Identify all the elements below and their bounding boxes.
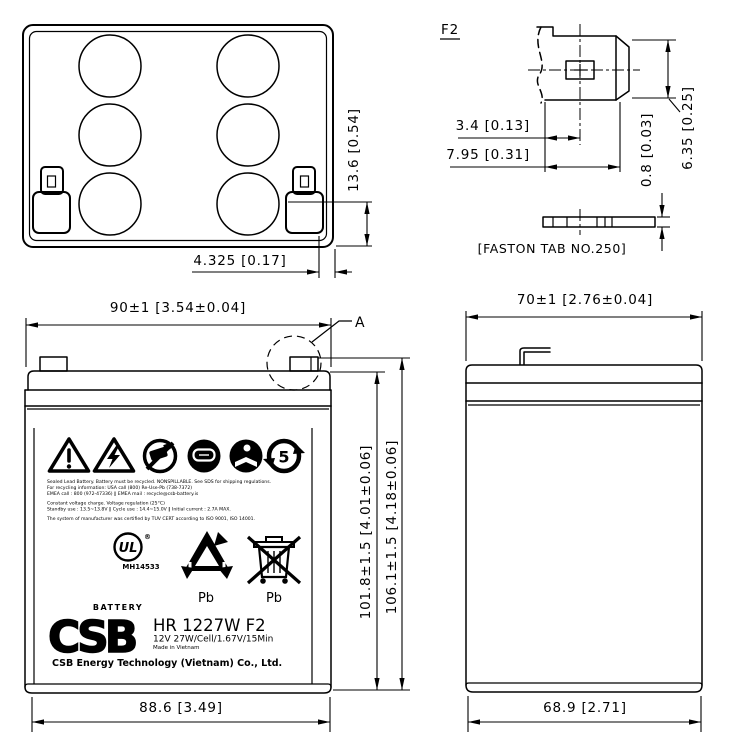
label-fine-print: Sealed Lead Battery. Battery must be rec… [46,479,271,522]
terminal-right [285,166,324,234]
eye-protection-icon [187,439,221,473]
terminal-left [32,166,71,234]
recycle-pb-icon: Pb [181,531,233,606]
ul-letters: UL [119,541,138,556]
rohs-period-text: 5 [278,448,289,467]
weee-bin-icon: Pb [246,535,302,606]
detail-circle [266,335,322,391]
dim-terminal-height: 13.6 [0.54] [288,108,372,247]
dim-side-width-top: 70±1 [2.76±0.04] [465,292,703,361]
tab-profile-outline [528,24,640,145]
dim-front-width-top: 90±1 [3.54±0.04] [25,300,332,367]
spec-text: 12V 27W/Cell/1.67V/15Min [153,635,273,645]
dim-slot-width: 3.4 [0.13] [456,102,580,172]
battery-label: 5 Sealed Lead Battery. Battery must be r… [33,428,313,684]
dim-height-case: 101.8±1.5 [4.01±0.06] [330,371,410,691]
cert-line: The system of manufacturer was certified… [46,516,255,522]
dim-front-width-top-text: 90±1 [3.54±0.04] [110,300,246,316]
ul-registered-mark: ® [144,533,151,541]
dim-terminal-offset: 4.325 [0.17] [192,236,352,278]
warning-electric-icon [92,437,136,473]
dim-slot-width-text: 3.4 [0.13] [456,118,530,134]
top-view-case-inner [28,30,328,242]
no-short-circuit-icon [142,438,178,474]
side-bottom [465,684,703,693]
terminal-right-slot [299,175,310,188]
origin-text: Made in Vietnam [153,645,199,651]
dim-tab-thickness: 0.8 [0.03] [639,113,670,251]
dim-tab-length: 7.95 [0.31] [446,102,621,172]
vent-circles [78,34,280,236]
dim-side-width-top-text: 70±1 [2.76±0.04] [517,292,653,308]
callout-letter: A [355,315,365,331]
detail-label-f2: F2 [441,22,459,38]
model-text: HR 1227W F2 [153,616,266,635]
tab-cross-section [542,209,656,235]
terminal-detail-f2: F2 6.35 [0.25] 3.4 [0.13] [440,22,696,256]
dim-tab-width-text: 6.35 [0.25] [680,86,696,170]
dim-side-width-bottom: 68.9 [2.71] [467,696,702,732]
recycle-line-2: For recycling information: USA call (800… [47,485,192,491]
rohs-epup-icon: 5 [263,438,305,474]
recycle-pb-text: Pb [198,591,214,606]
dim-tab-length-text: 7.95 [0.31] [446,147,530,163]
side-case [465,347,703,693]
warning-exclamation-icon [47,437,91,473]
callout-leader [311,320,352,343]
ul-mark-icon: UL ® MH14533 [113,532,160,571]
dim-height-overall-text: 106.1±1.5 [4.18±0.06] [384,440,400,614]
recycle-line-1: Sealed Lead Battery. Battery must be rec… [47,479,271,485]
side-view: 70±1 [2.76±0.04] 68.9 [2.71] [465,292,703,732]
terminal-left-slot [46,175,57,188]
front-case [24,356,332,694]
brand-tag: BATTERY [93,603,143,612]
front-lid [27,370,331,391]
company-text: CSB Energy Technology (Vietnam) Co., Ltd… [52,658,282,669]
dim-height-overall: 106.1±1.5 [4.18±0.06] [318,357,410,690]
front-bottom [24,686,332,694]
read-manual-icon [229,439,263,473]
top-view: 13.6 [0.54] 4.325 [0.17] [22,24,372,278]
side-foot-line [465,682,703,686]
charge-line-1: Constant voltage charge. Voltage regulat… [47,501,165,507]
lightning-bolt [107,446,120,468]
csb-logo: CSB [48,612,136,663]
side-terminal-tab [519,347,551,365]
side-lid [465,364,703,384]
ul-file-number: MH14533 [122,563,159,571]
top-view-case-outer [22,24,334,248]
detail-callout-a: A [266,315,365,391]
weee-pb-text: Pb [266,591,282,606]
dim-terminal-offset-text: 4.325 [0.17] [193,253,286,269]
dim-front-width-bottom-text: 88.6 [3.49] [139,700,223,716]
dim-side-width-bottom-text: 68.9 [2.71] [543,700,627,716]
break-line [536,26,543,104]
front-view: 5 Sealed Lead Battery. Battery must be r… [24,300,410,732]
dim-front-width-bottom: 88.6 [3.49] [31,697,331,732]
dim-terminal-height-text: 13.6 [0.54] [346,108,362,192]
dim-tab-thickness-text: 0.8 [0.03] [639,113,655,187]
faston-caption: [FASTON TAB NO.250] [478,241,627,256]
dim-height-case-text: 101.8±1.5 [4.01±0.06] [358,445,374,619]
dim-tab-width: 6.35 [0.25] [632,39,696,170]
recycle-line-3: EMEA call : 800 (972-47336) ‖ EMEA mail … [47,491,199,497]
charge-line-2: Standby use : 13.5~13.8V ‖ Cycle use : 1… [47,507,231,513]
front-foot-line [24,683,332,688]
